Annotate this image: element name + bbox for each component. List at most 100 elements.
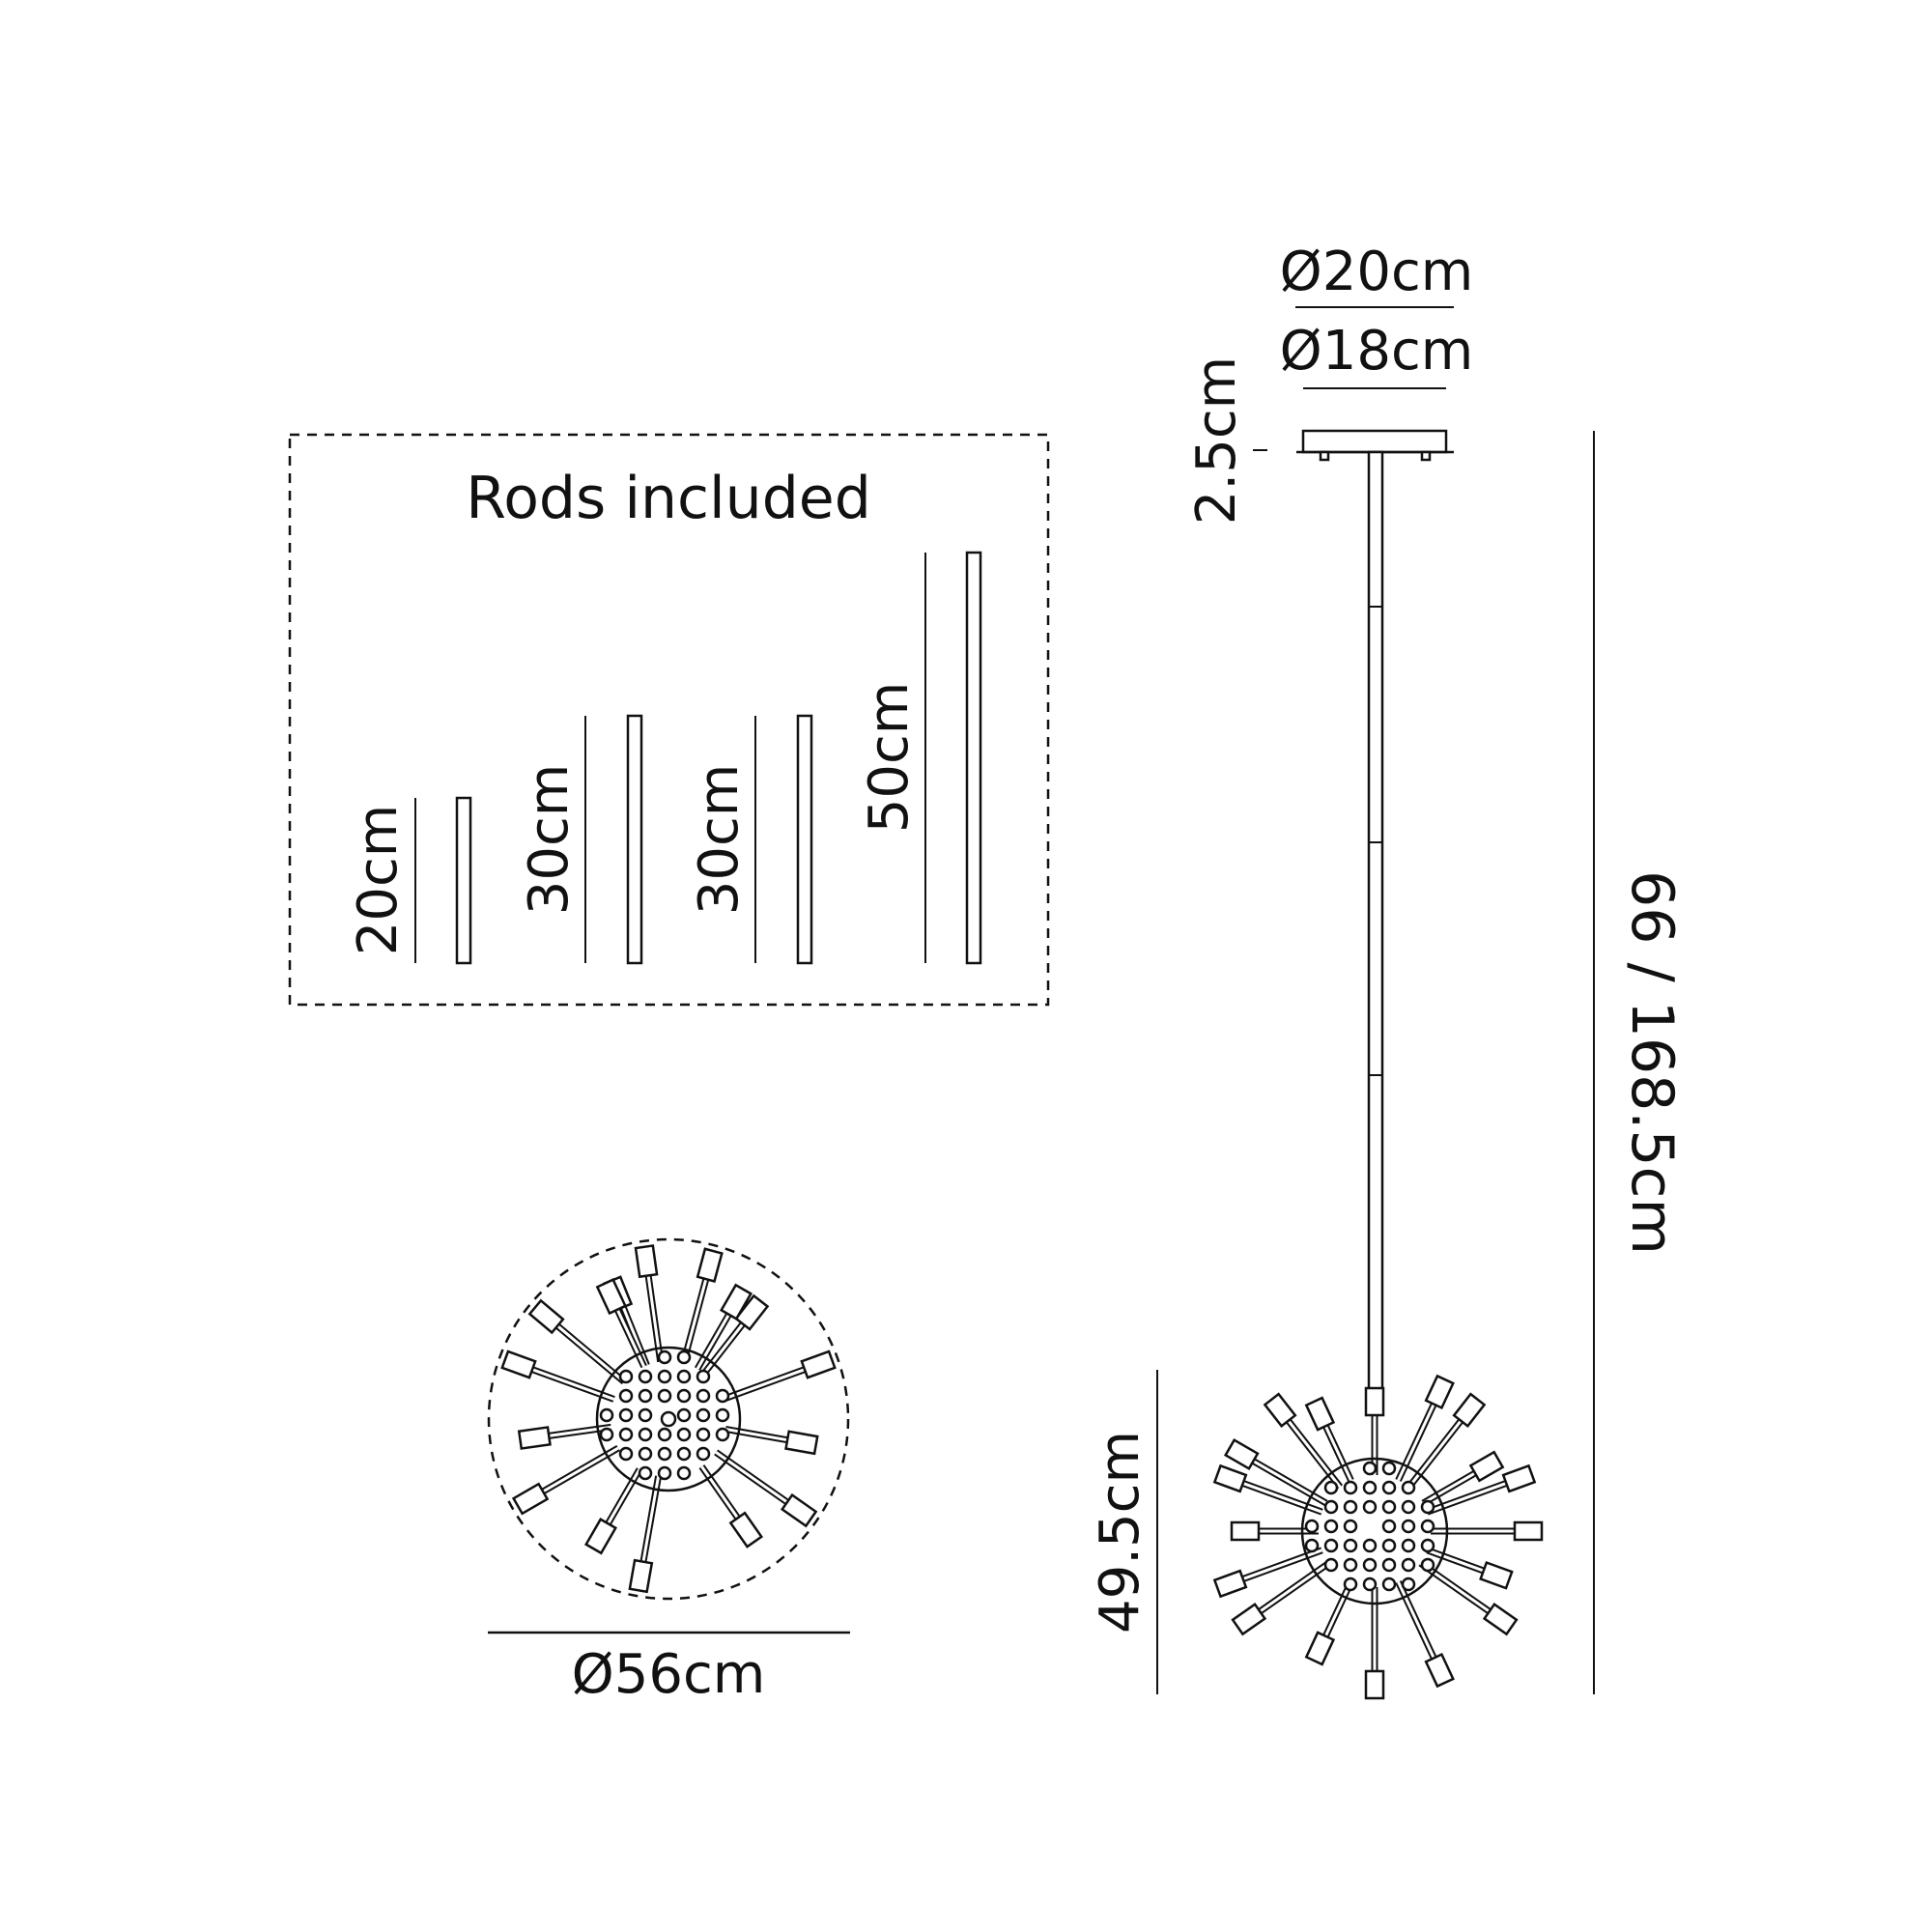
lamp-holder — [719, 1283, 753, 1321]
lamp-holder — [696, 1247, 724, 1283]
sphere-hole — [1323, 1499, 1339, 1515]
canopy-inner-diameter-label: Ø18cm — [1280, 320, 1474, 383]
sphere-hole — [1304, 1538, 1320, 1553]
sphere-hole — [1381, 1519, 1397, 1534]
sphere-hole — [638, 1427, 653, 1442]
rod-shape — [626, 714, 643, 965]
rod-shape — [965, 551, 982, 965]
side-view-sphere-holes — [1304, 1461, 1435, 1592]
arm-rod-fill — [1242, 1481, 1323, 1514]
sphere-hole — [1420, 1519, 1435, 1534]
arm-rod-fill — [702, 1322, 745, 1375]
sphere-hole — [618, 1369, 634, 1384]
top-view-diameter-label: Ø56cm — [572, 1643, 766, 1706]
sphere-hole — [676, 1369, 692, 1384]
sphere-hole — [696, 1446, 711, 1462]
arm-rod-fill — [700, 1465, 739, 1520]
canopy-outer-diameter-label: Ø20cm — [1280, 241, 1474, 303]
arm-rod-fill — [1422, 1471, 1476, 1505]
rod-length-label: 50cm — [858, 682, 921, 834]
arm-rod-fill — [1397, 1580, 1435, 1660]
arm-rod-fill — [696, 1313, 730, 1370]
lamp-holder — [500, 1350, 537, 1379]
arm-rod-fill — [1287, 1419, 1342, 1489]
top-view-central-sphere — [595, 1346, 742, 1492]
sphere-hole — [657, 1427, 672, 1442]
total-height-label: 66 / 168.5cm — [1618, 870, 1686, 1255]
side-view: Ø20cm Ø18cm 2.5cm 66 / 168.5cm 49.5cm — [1089, 241, 1686, 1700]
sphere-hole — [1343, 1480, 1358, 1495]
rod-30cm-first: 30cm — [518, 714, 643, 965]
suspension-rod — [1367, 450, 1384, 1391]
top-view: Ø56cm — [487, 1237, 850, 1706]
sphere-hole — [715, 1388, 730, 1404]
lamp-holder — [1513, 1520, 1544, 1542]
lamp-holder — [1304, 1631, 1336, 1666]
top-view-sphere-holes — [599, 1350, 730, 1481]
sphere-hole — [1343, 1538, 1358, 1553]
rod-length-label: 20cm — [347, 805, 410, 956]
rod-length-label: 30cm — [688, 764, 751, 916]
lamp-holder — [1482, 1603, 1519, 1636]
sphere-hole — [657, 1446, 672, 1462]
arm-rod-fill — [1426, 1481, 1507, 1514]
sphere-hole — [1323, 1480, 1339, 1495]
lamp-holder — [1424, 1374, 1455, 1410]
sphere-hole — [696, 1388, 711, 1404]
sphere-hole — [1401, 1480, 1416, 1495]
sphere-hole — [1362, 1499, 1378, 1515]
lamp-holder — [517, 1426, 552, 1450]
sphere-hole — [1381, 1538, 1397, 1553]
arm-rod-fill — [1259, 1562, 1330, 1613]
sphere-hole — [1323, 1557, 1339, 1573]
lamp-holder — [1223, 1437, 1260, 1471]
sphere-hole — [1401, 1557, 1416, 1573]
lamp-holder — [1212, 1569, 1248, 1599]
sphere-hole — [676, 1427, 692, 1442]
sphere-hole — [1343, 1499, 1358, 1515]
sphere-hole — [638, 1407, 653, 1423]
sphere-hole — [1401, 1499, 1416, 1515]
arm-rod-fill — [1323, 1580, 1352, 1637]
sphere-hole — [618, 1446, 634, 1462]
arm-rod-fill — [1419, 1562, 1491, 1613]
canopy-height-label: 2.5cm — [1185, 356, 1248, 525]
lamp-holder — [784, 1430, 819, 1456]
sphere-hole — [618, 1388, 634, 1404]
sphere-hole — [1381, 1577, 1397, 1592]
sphere-hole — [1401, 1538, 1416, 1553]
sphere-hole — [696, 1407, 711, 1423]
sphere-hole — [676, 1465, 692, 1481]
lamp-holder — [1304, 1396, 1336, 1432]
arm-rod-fill — [1242, 1548, 1323, 1581]
lamp-holder — [1364, 1669, 1385, 1700]
arm-rod-fill — [549, 1425, 611, 1437]
arm-rod-fill — [1426, 1548, 1485, 1573]
arm-rod-fill — [1397, 1403, 1435, 1482]
rod-20cm: 20cm — [347, 796, 472, 965]
sphere-hole — [1420, 1499, 1435, 1515]
sphere-hole — [657, 1388, 672, 1404]
lamp-holder — [1364, 1386, 1385, 1417]
sphere-hole — [1343, 1557, 1358, 1573]
lamp-holder — [595, 1278, 627, 1316]
rod-30cm-second: 30cm — [688, 714, 813, 965]
sphere-hole — [599, 1427, 614, 1442]
lamp-holder — [1230, 1520, 1261, 1542]
sphere-hole — [657, 1465, 672, 1481]
sphere-hole — [618, 1427, 634, 1442]
arm-rod-fill — [621, 1306, 648, 1366]
lamp-holder — [628, 1558, 654, 1594]
canopy-screw-right — [1420, 450, 1432, 462]
lamp-holder — [1263, 1392, 1297, 1429]
sphere-hole — [638, 1465, 653, 1481]
sphere-hole — [599, 1407, 614, 1423]
sphere-hole — [1420, 1557, 1435, 1573]
rod-shape — [796, 714, 813, 965]
sphere-hole — [1381, 1557, 1397, 1573]
sphere-hole — [715, 1427, 730, 1442]
arm-rod-fill — [1407, 1419, 1463, 1489]
sphere-hole — [1401, 1577, 1416, 1592]
sphere-hole — [676, 1407, 692, 1423]
